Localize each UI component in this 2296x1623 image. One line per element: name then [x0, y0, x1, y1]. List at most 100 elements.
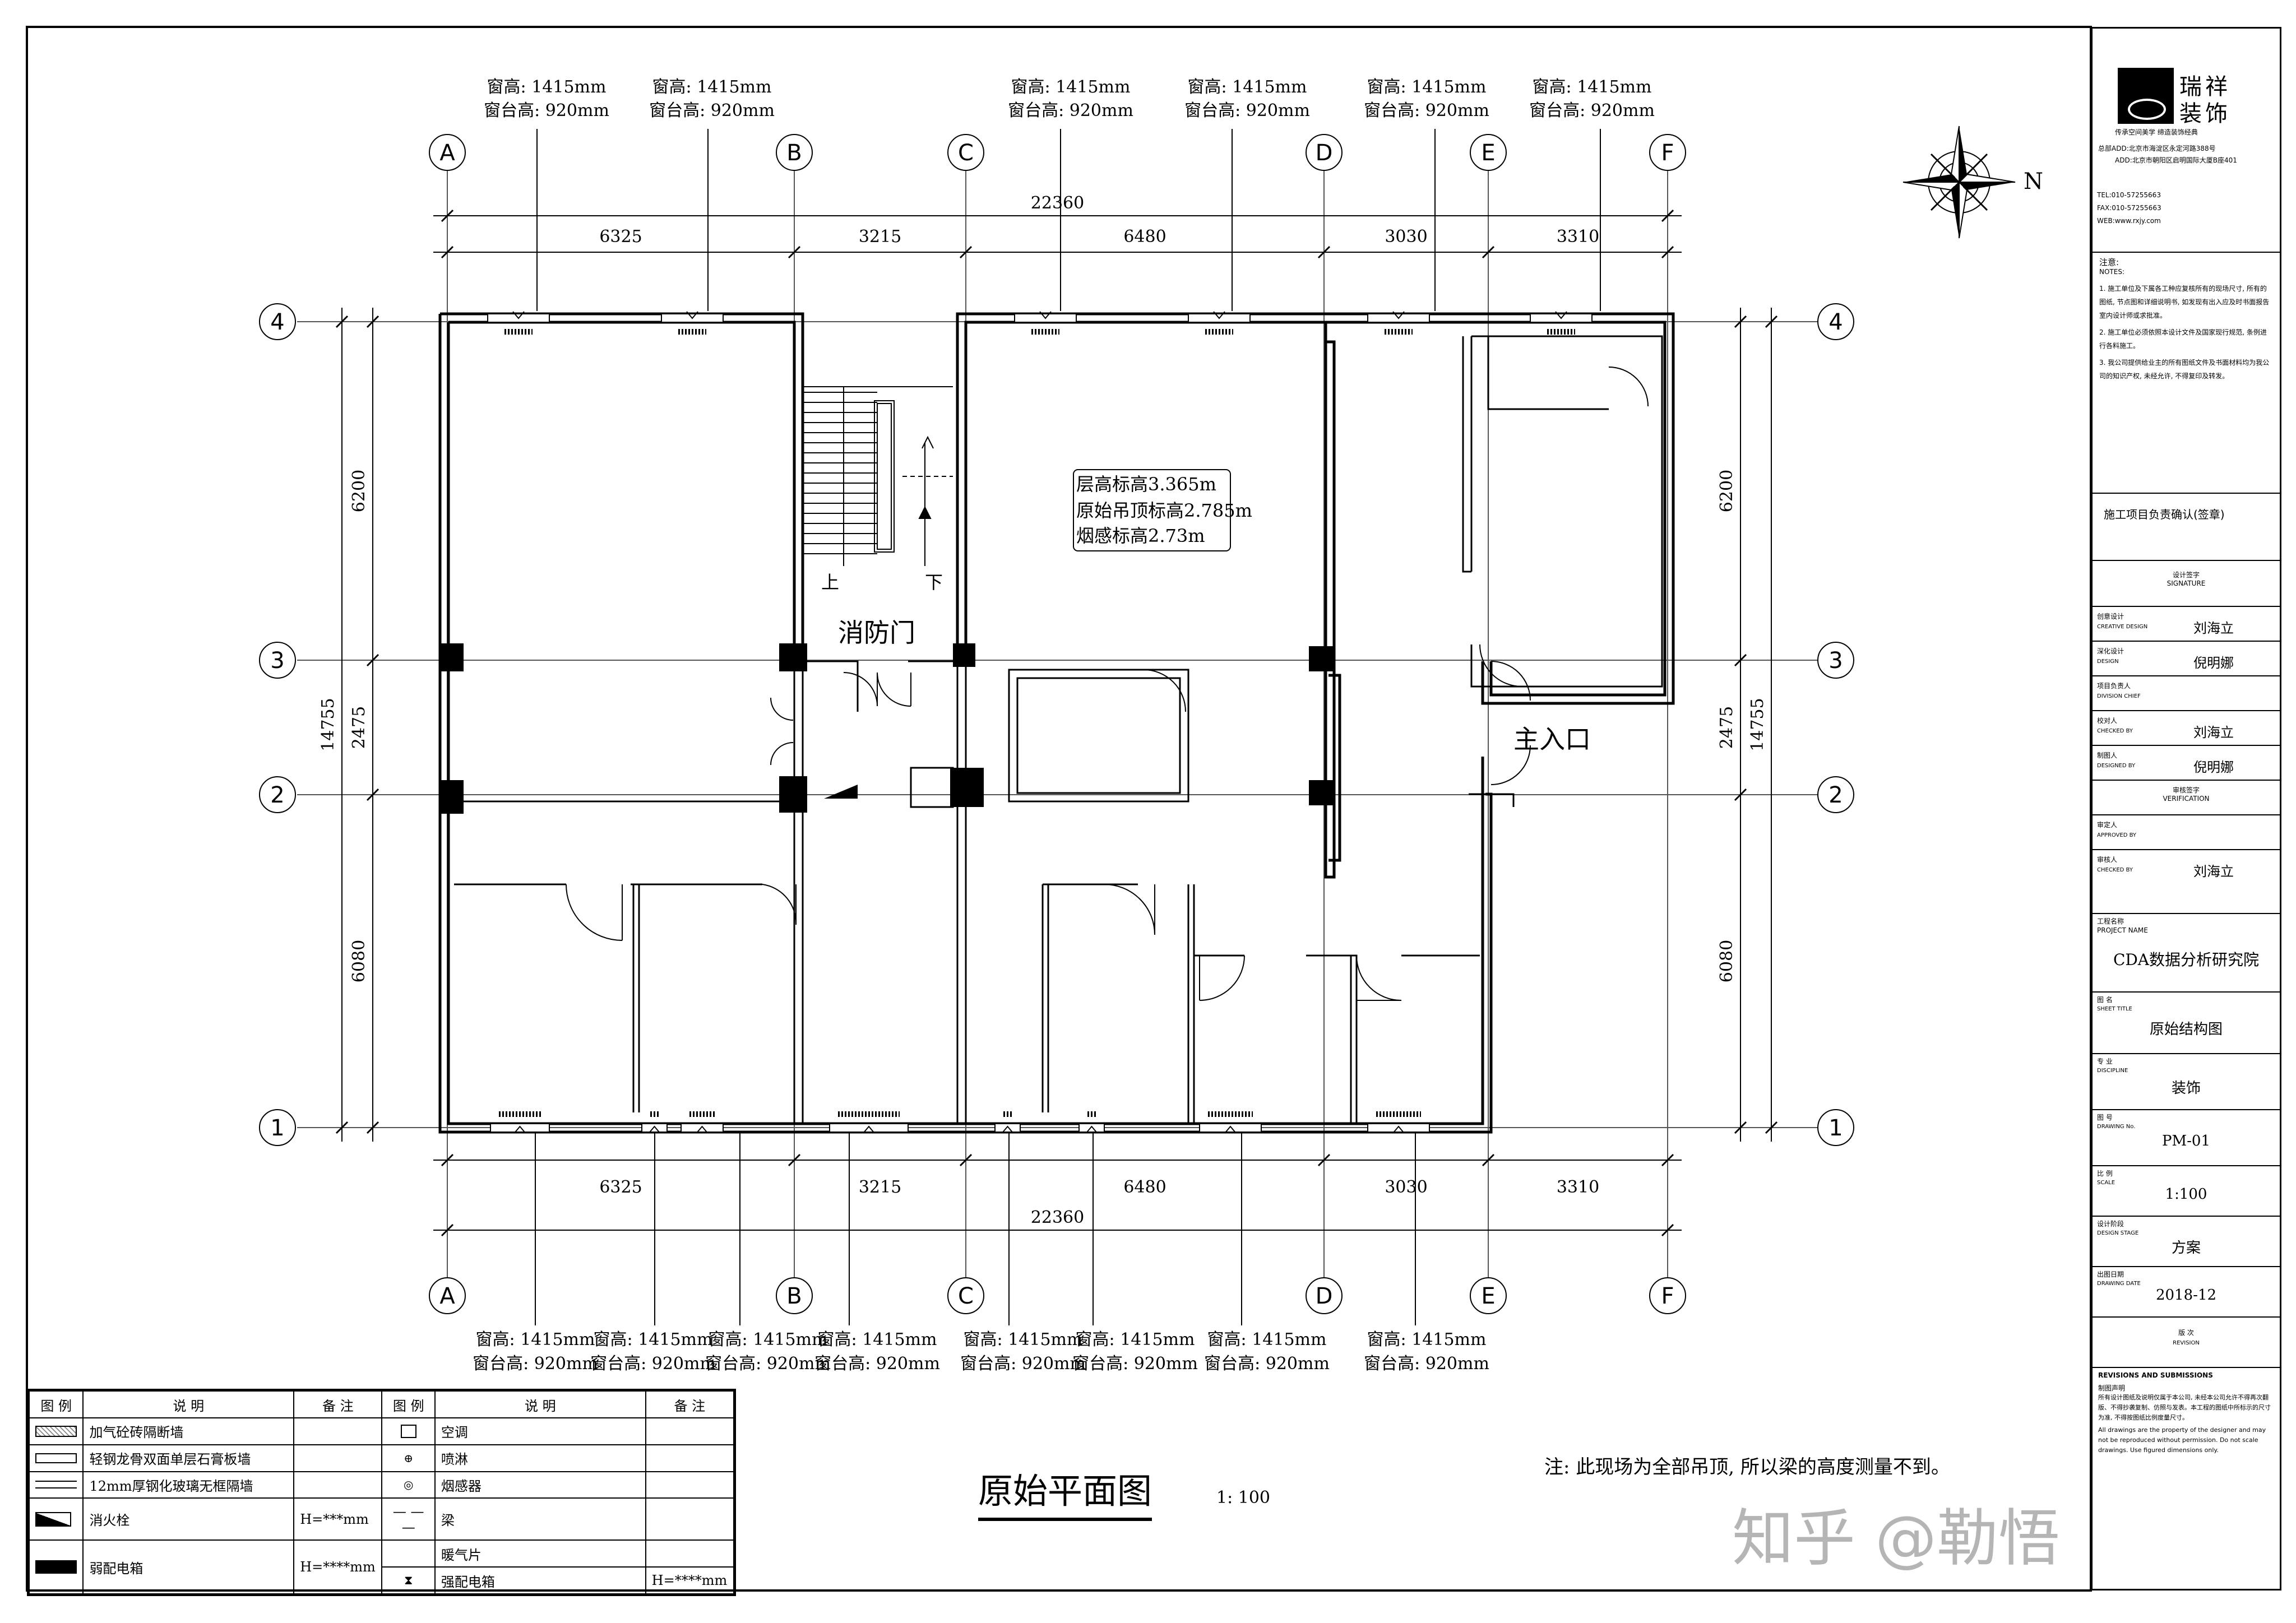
window-sill-label: 窗台高: 920mm	[1529, 101, 1655, 120]
tb-row-sheet: 图 名 SHEET TITLE 原始结构图	[2093, 993, 2280, 1054]
window-sill-label: 窗台高: 920mm	[1072, 1354, 1198, 1374]
address-hq: 总部ADD:北京市海淀区永定河路388号	[2098, 145, 2216, 152]
tb-row-revision: 版 次 REVISION	[2093, 1318, 2280, 1368]
window	[1188, 311, 1251, 335]
legend-desc: 加气砼砖隔断墙	[82, 1417, 295, 1445]
tb-value: 装饰	[2171, 1080, 2201, 1097]
tb-label-en: REVISION	[2173, 1340, 2200, 1346]
tb-label: 图 号	[2097, 1114, 2113, 1121]
notes-section: 注意: NOTES: 1. 施工单位及下属各工种应复核所有的现场尺寸, 所有的图…	[2093, 253, 2280, 494]
fire-door-label: 消防门	[838, 618, 915, 648]
tb-value: 2018-12	[2155, 1287, 2217, 1304]
verify-header: 审核签字 VERIFICATION	[2093, 780, 2280, 815]
verify-title: 审核签字	[2172, 786, 2200, 794]
grid-bubble-1: 1	[259, 1109, 296, 1146]
window-sill-label: 窗台高: 920mm	[473, 1354, 598, 1374]
window-sill-label: 窗台高: 920mm	[814, 1354, 940, 1374]
tb-row-discipline: 专 业 DISCIPLINE 装饰	[2093, 1054, 2280, 1110]
dimension-label: 6080	[1717, 940, 1737, 982]
note-3: 3. 我公司提供给业主的所有图纸文件及书面材料均为我公司的知识产权, 未经允许,…	[2099, 359, 2270, 380]
window	[1367, 311, 1430, 335]
dimension-label: 2475	[349, 706, 369, 749]
grid-bubble-1: 1	[1817, 1109, 1854, 1146]
svg-text:1: 1	[1829, 1115, 1843, 1141]
signature-section: 设计签字 SIGNATURE 创意设计 CREATIVE DESIGN 刘海立 …	[2093, 561, 2280, 914]
svg-text:3: 3	[270, 648, 284, 674]
window	[681, 1111, 724, 1134]
copyright-text-en: All drawings are the property of the des…	[2098, 1426, 2266, 1454]
svg-text:C: C	[958, 140, 974, 166]
copyright-text: 所有设计图纸及说明仅属于本公司, 未经本公司允许不得再次翻版、不得抄袭复制、仿照…	[2098, 1394, 2271, 1421]
tb-value: 1:100	[2165, 1186, 2207, 1203]
svg-text:E: E	[1481, 1283, 1495, 1309]
window-sill-label: 窗台高: 920mm	[1008, 101, 1133, 120]
telephone: TEL:010-57255663	[2097, 191, 2161, 199]
tb-label: 专 业	[2097, 1058, 2113, 1065]
dimension-label: 6325	[599, 1177, 642, 1197]
role-cn: 深化设计	[2097, 647, 2124, 655]
grid-bubble-E: E	[1470, 134, 1507, 171]
window-sill-label: 窗台高: 920mm	[1204, 1354, 1330, 1374]
role-en: CREATIVE DESIGN	[2097, 624, 2148, 630]
stair-down-label: 下	[925, 572, 943, 593]
role-signature: 倪明娜	[2193, 655, 2234, 671]
legend-desc: 弱配电箱	[82, 1539, 295, 1594]
dimension-label: 6480	[1123, 1177, 1166, 1197]
role-en: CHECKED BY	[2097, 867, 2133, 873]
project-label: 工程名称	[2097, 917, 2124, 925]
tb-label-en: DESIGN STAGE	[2097, 1230, 2139, 1236]
role-cn: 制图人	[2097, 752, 2118, 759]
ac-icon	[381, 1417, 436, 1445]
window-sill-label: 窗台高: 920mm	[590, 1354, 716, 1374]
svg-text:4: 4	[270, 309, 284, 335]
window	[994, 1111, 1021, 1134]
grid-bubble-F: F	[1649, 134, 1686, 171]
grid-bubble-4: 4	[259, 303, 296, 340]
window-height-label: 窗高: 1415mm	[487, 77, 607, 97]
role-cn: 项目负责人	[2097, 682, 2131, 690]
svg-text:2: 2	[270, 782, 284, 808]
dimension-label: 2475	[1717, 706, 1737, 749]
stairwell	[803, 386, 953, 566]
tb-row-date: 出图日期 DRAWING DATE 2018-12	[2093, 1267, 2280, 1318]
stair-up-label: 上	[821, 572, 839, 593]
legend-header-note: 备 注	[293, 1390, 383, 1418]
legend-desc: 梁	[434, 1497, 646, 1541]
tb-row-stage: 设计阶段 DESIGN STAGE 方案	[2093, 1217, 2280, 1267]
role-cn: 校对人	[2097, 717, 2118, 725]
dimension-label: 22360	[1031, 193, 1084, 213]
role-en: DESIGNED BY	[2097, 763, 2136, 769]
grid-bubble-E: E	[1470, 1277, 1507, 1314]
svg-text:F: F	[1661, 1283, 1674, 1309]
dimension-label: 3030	[1385, 227, 1427, 247]
legend-note	[645, 1497, 735, 1541]
grid-bubble-F: F	[1649, 1277, 1686, 1314]
role-en: APPROVED BY	[2097, 832, 2137, 838]
window-labels: 窗高: 1415mm 窗台高: 920mm 窗高: 1415mm 窗台高: 920mm…	[473, 77, 1655, 1374]
company-header: 瑞祥装饰 传承空间美学 缔造装饰经典 总部ADD:北京市海淀区永定河路388号 …	[2093, 29, 2280, 253]
legend-desc: 喷淋	[434, 1444, 646, 1472]
dimension-label: 3310	[1557, 227, 1599, 247]
tb-value: 方案	[2171, 1240, 2201, 1256]
legend-note: H=****mm	[293, 1539, 383, 1594]
svg-text:C: C	[958, 1283, 974, 1309]
project-label-en: PROJECT NAME	[2097, 926, 2148, 934]
svg-text:B: B	[786, 140, 802, 166]
note-2: 2. 施工单位必须依照本设计文件及国家现行规范, 条例进行各料施工。	[2099, 328, 2267, 350]
watermark: 知乎 @勒悟	[1732, 1503, 2060, 1574]
dimension-label: 6325	[599, 227, 642, 247]
tb-label: 图 名	[2097, 996, 2113, 1004]
grid-bubble-A: A	[429, 134, 466, 171]
drawing-title: 原始平面图	[978, 1463, 1152, 1521]
window-height-label: 窗高: 1415mm	[709, 1330, 828, 1350]
tb-label-en: DRAWING No.	[2097, 1124, 2136, 1130]
revisions-title: REVISIONS AND SUBMISSIONS	[2098, 1371, 2213, 1379]
svg-text:1: 1	[270, 1115, 284, 1141]
legend-header-desc: 说 明	[82, 1390, 295, 1418]
legend-note	[645, 1444, 735, 1472]
dimension-label: 22360	[1031, 1208, 1084, 1227]
tb-value: 原始结构图	[2149, 1021, 2223, 1038]
grid-bubble-2: 2	[259, 776, 296, 813]
